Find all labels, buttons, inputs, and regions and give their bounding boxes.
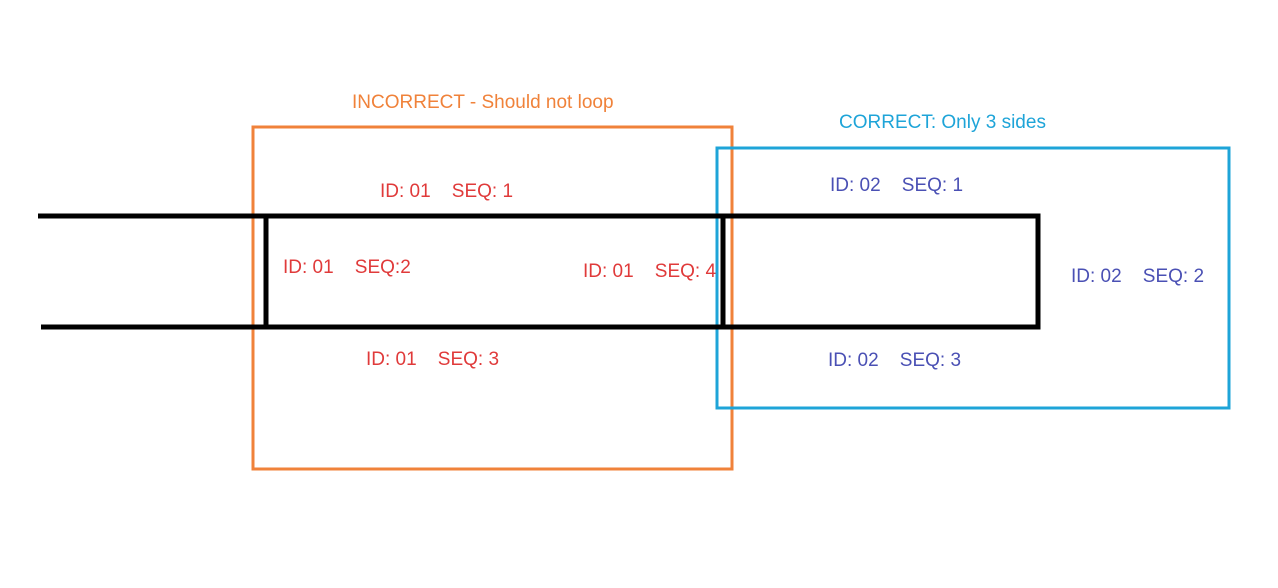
correct-box xyxy=(715,146,1231,410)
id02-seq3-label: ID: 02 SEQ: 3 xyxy=(828,350,962,371)
id02-seq1-label: ID: 02 SEQ: 1 xyxy=(830,175,964,196)
segment-id01-outline xyxy=(263,213,726,330)
incorrect-box xyxy=(251,125,734,471)
id01-seq3-label: ID: 01 SEQ: 3 xyxy=(366,349,500,370)
id02-seq2-label: ID: 02 SEQ: 2 xyxy=(1071,266,1205,287)
id01-seq1-label: ID: 01 SEQ: 1 xyxy=(380,181,514,202)
segment-id02-outline xyxy=(723,213,1041,330)
id01-seq4-label: ID: 01 SEQ: 4 xyxy=(583,261,717,282)
id01-seq2-label: ID: 01 SEQ:2 xyxy=(283,257,411,278)
correct-title: CORRECT: Only 3 sides xyxy=(839,112,1046,133)
incorrect-title: INCORRECT - Should not loop xyxy=(352,92,614,113)
